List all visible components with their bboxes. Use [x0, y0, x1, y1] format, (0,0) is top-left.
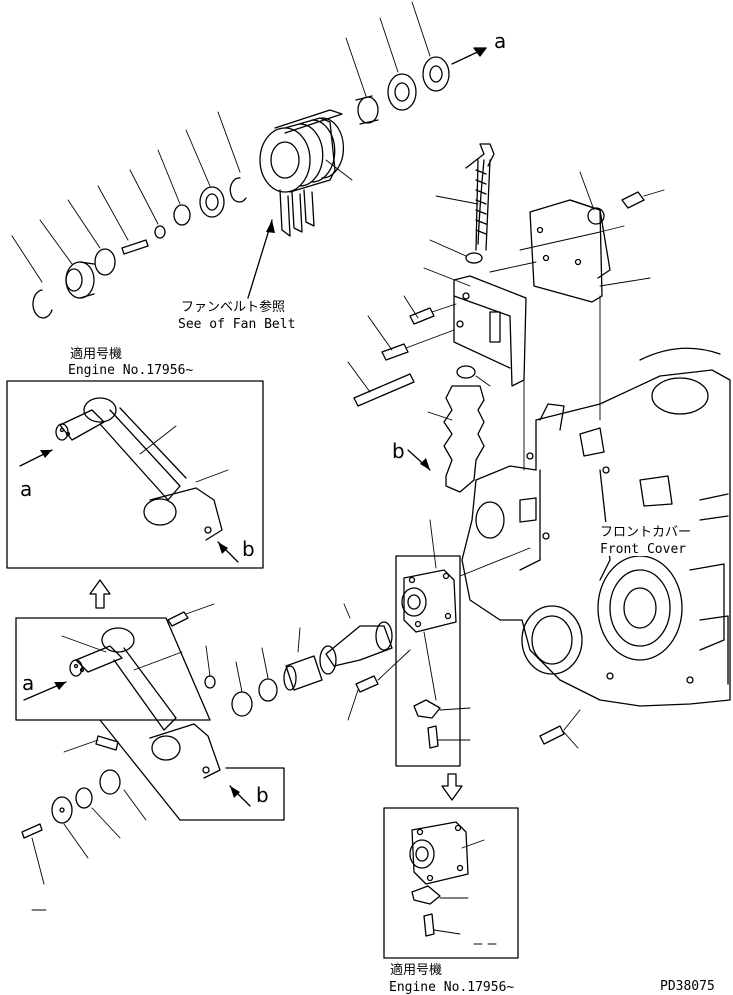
hollow-arrow-up — [89, 579, 111, 609]
idler-outline — [15, 617, 211, 721]
callout-b-left: b — [256, 783, 269, 807]
fan-belt-label-jp: ファンベルト参照 — [181, 299, 285, 315]
snap-ring-left — [32, 289, 53, 319]
snap-ring-mid — [229, 177, 247, 203]
figure-code: PD38075 — [660, 979, 715, 994]
idler-arm-inset — [55, 397, 229, 541]
callout-b-inset: b — [242, 537, 255, 561]
idler-arm-assembly — [15, 603, 285, 911]
inset-box-bottom — [383, 807, 519, 959]
small-bolt — [121, 239, 149, 255]
seal — [94, 248, 116, 276]
engine-no-label-bottom: Engine No.17956~ — [389, 980, 514, 995]
small-washer — [154, 225, 166, 239]
fan-belt-arrow — [247, 219, 273, 299]
spacer — [357, 96, 379, 124]
fan-pulley — [259, 109, 345, 237]
bearing-housing-alt — [409, 821, 497, 945]
callout-a-left: a — [22, 671, 34, 695]
fan-belt-label-en: See of Fan Belt — [178, 317, 295, 332]
hollow-arrow-down — [441, 773, 463, 801]
bearing-left — [199, 186, 225, 218]
pulley-assembly — [11, 1, 487, 319]
front-cover-label-bg — [594, 522, 706, 556]
applicable-label-bottom-jp: 適用号機 — [390, 962, 442, 978]
bearing-housing-box — [347, 519, 581, 767]
bearing-cap — [65, 261, 95, 299]
engine-no-label-top: Engine No.17956~ — [68, 363, 193, 378]
callout-a-top: a — [494, 29, 506, 53]
applicable-label-top-jp: 適用号機 — [70, 346, 122, 362]
hub-plate — [173, 204, 191, 226]
front-cover — [461, 347, 731, 707]
bracket-assembly — [347, 143, 665, 493]
shaft-assembly — [283, 603, 393, 691]
front-cover-label-jp: フロントカバー — [600, 525, 691, 540]
seal-right — [422, 56, 450, 92]
callout-a-inset: a — [20, 477, 32, 501]
inset-box-top — [6, 380, 264, 569]
front-cover-label-en: Front Cover — [600, 542, 686, 557]
callout-b-mid: b — [392, 439, 405, 463]
bearing-right — [387, 73, 417, 111]
